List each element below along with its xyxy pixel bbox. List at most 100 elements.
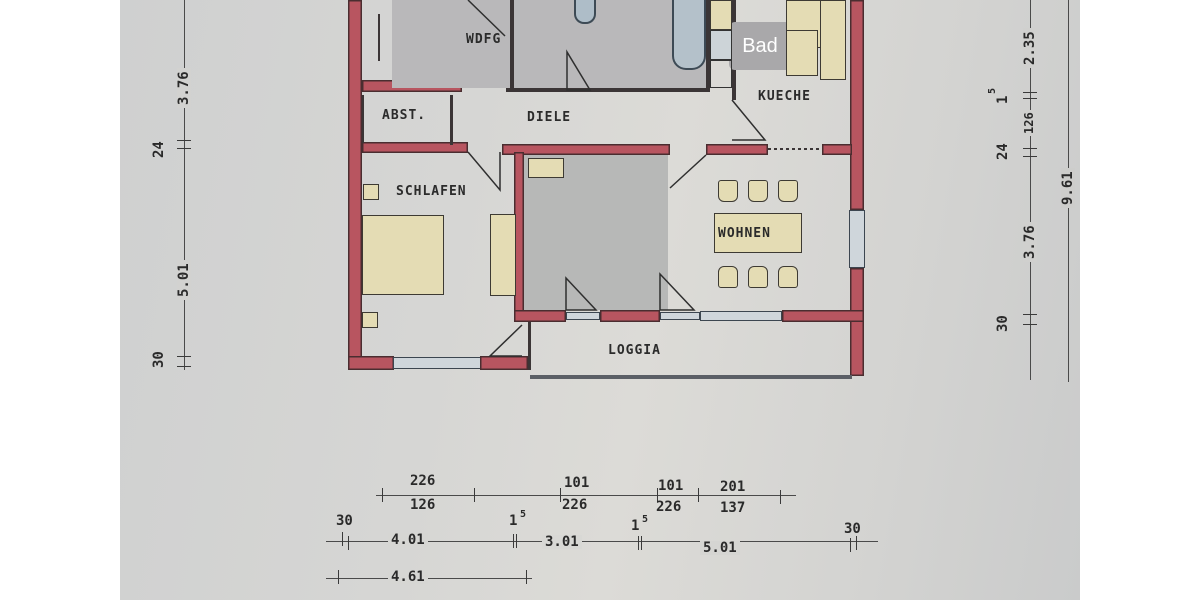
dim-right-tick-6 — [1023, 324, 1037, 325]
wall-wohnen-top-right — [822, 144, 852, 155]
dim-opening-2-top: 101 — [564, 475, 590, 491]
chair-top-1 — [718, 180, 738, 202]
dim-open-tick-6 — [780, 490, 781, 504]
room-label-wdfg: WDFG — [466, 32, 502, 47]
dim-total-tick-2 — [526, 570, 527, 584]
dim-right-total: 9.61 — [1060, 168, 1076, 208]
wall-abst-bottom — [362, 142, 468, 153]
dim-row-tick-6 — [641, 536, 642, 550]
dim-opening-1-bottom: 126 — [410, 497, 436, 513]
dim-left-tick-3 — [177, 356, 191, 357]
dim-open-tick-2 — [474, 488, 475, 502]
dim-right-tick-5 — [1023, 314, 1037, 315]
dim-row-right-wall: 30 — [844, 521, 861, 537]
room-label-loggia: LOGGIA — [608, 343, 661, 358]
wall-abst-right — [450, 95, 453, 145]
dim-right-tick-3 — [1023, 148, 1037, 149]
dim-right-mid-small: 126 — [1022, 110, 1036, 136]
floor-plan-photo: Bad WDFG KUECHE ABST. DIELE SCHLAFEN — [120, 0, 1080, 600]
center-furniture — [528, 158, 564, 178]
dim-right-bottom: 30 — [995, 315, 1011, 332]
dim-bottom-total: 4.61 — [388, 570, 428, 584]
staircase-outline — [378, 14, 380, 61]
bed — [362, 215, 444, 295]
dim-opening-3-top: 101 — [658, 478, 684, 494]
dim-row-tick-1 — [342, 532, 343, 546]
dim-row-left-wall: 30 — [336, 513, 353, 529]
dim-right-top-small: 1 — [995, 95, 1011, 104]
outer-wall-left — [348, 0, 362, 370]
center-room-redaction — [524, 155, 668, 310]
dim-left-tick-1 — [177, 140, 191, 141]
outer-wall-bottom-left — [348, 356, 394, 370]
kitchen-counter-left — [710, 0, 732, 30]
sink-icon — [574, 0, 596, 24]
door-swings — [467, 0, 767, 357]
dim-right-tick-2 — [1023, 98, 1037, 99]
chair-bottom-2 — [748, 266, 768, 288]
dim-left-tick-2 — [177, 148, 191, 149]
dim-left-bottom: 30 — [151, 351, 167, 368]
dim-open-tick-1 — [382, 488, 383, 502]
bad-redaction — [392, 0, 706, 88]
dim-row-wall1-super: 5 — [520, 509, 527, 520]
dim-total-tick-1 — [338, 570, 339, 584]
dim-opening-3-bottom: 226 — [656, 499, 682, 515]
dim-left-middle: 24 — [151, 141, 167, 158]
wall-wohnen-top-left — [706, 144, 768, 155]
nightstand-top — [363, 184, 379, 200]
chair-top-3 — [778, 180, 798, 202]
dim-opening-1-top: 226 — [410, 473, 436, 489]
dim-right-top: 2.35 — [1022, 28, 1038, 68]
dim-row-tick-4 — [516, 534, 517, 548]
wall-loggia-top-3 — [782, 310, 864, 322]
bad-label-badge: Bad — [729, 22, 791, 70]
dim-left-upper: 3.76 — [176, 68, 192, 108]
dim-right-inner-line — [1030, 0, 1031, 380]
room-label-schlafen: SCHLAFEN — [396, 184, 467, 199]
wardrobe — [490, 214, 516, 296]
chair-bottom-1 — [718, 266, 738, 288]
fridge-icon — [710, 60, 732, 88]
dim-opening-4-top: 201 — [720, 479, 746, 495]
kitchen-seat — [786, 30, 818, 76]
dim-row-wall2: 1 — [631, 518, 640, 534]
kitchen-bench — [820, 0, 846, 80]
wall-bad-left — [510, 0, 514, 92]
bathtub-icon — [672, 0, 706, 70]
outer-wall-right — [850, 0, 864, 210]
dim-row-wall2-super: 5 — [642, 514, 649, 525]
dim-open-tick-5 — [698, 488, 699, 502]
window-loggia-1 — [566, 312, 600, 320]
dim-opening-4-bottom: 137 — [720, 500, 746, 516]
dim-open-tick-4 — [657, 488, 658, 502]
outer-wall-bottom-mid — [480, 356, 528, 370]
window-loggia-2 — [660, 312, 700, 320]
dim-row-tick-5 — [638, 536, 639, 550]
chair-bottom-3 — [778, 266, 798, 288]
dining-table — [714, 213, 802, 253]
dim-row-tick-7 — [850, 538, 851, 552]
dim-right-tick-4 — [1023, 156, 1037, 157]
wall-bad-right — [706, 0, 710, 92]
wall-bad-bottom — [510, 88, 710, 92]
abst-box — [362, 95, 364, 143]
dim-row-wall1: 1 — [509, 513, 518, 529]
dim-row-tick-2 — [348, 536, 349, 550]
dim-open-tick-3 — [560, 488, 561, 502]
dim-row-seg1: 4.01 — [388, 533, 428, 547]
nightstand-bottom — [362, 312, 378, 328]
loggia-left-edge — [528, 322, 531, 370]
dim-bottom-total-line — [326, 578, 532, 579]
loggia-railing — [530, 375, 852, 379]
wall-center-top — [502, 144, 670, 155]
outer-wall-right-lower — [850, 268, 864, 376]
dim-row-tick-8 — [856, 536, 857, 550]
room-label-wohnen: WOHNEN — [718, 226, 771, 241]
stove-icon — [710, 30, 732, 60]
dim-bottom-openings-line — [376, 495, 796, 496]
dim-left-line — [184, 0, 185, 370]
dim-row-seg3: 5.01 — [700, 541, 740, 555]
dim-opening-2-bottom: 226 — [562, 497, 588, 513]
dim-bottom-row-line — [326, 541, 878, 542]
